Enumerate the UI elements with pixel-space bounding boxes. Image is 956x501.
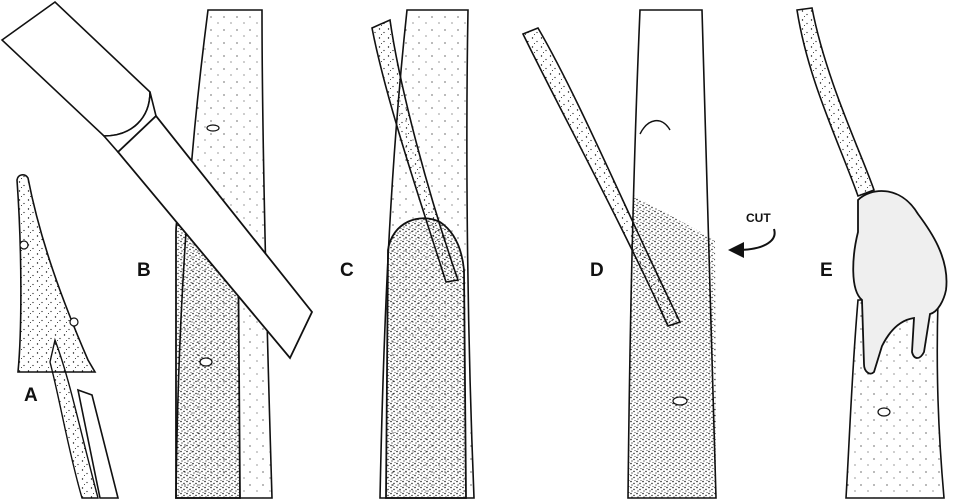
scion-e-body [797,8,874,196]
stock-b-node [207,125,219,131]
stock-e-node [878,408,890,416]
panel-label-d: D [590,260,604,281]
stock-b-node [200,358,212,366]
panel-d-cut-label: CUT [746,211,771,225]
stock-c-cleft [386,218,466,498]
panel-d-cut: CUT D [523,10,775,498]
scion-a-bud [70,318,78,326]
panel-e-waxed-graft: E [797,8,947,498]
panel-label-b: B [137,260,151,281]
chisel-handle [2,2,150,136]
panel-label-e: E [820,260,833,281]
cut-arrow [736,229,775,250]
panel-label-c: C [340,260,354,281]
scion-a-bud [20,241,28,249]
stock-d-node-lower [673,397,687,405]
stock-e-body [846,300,944,498]
panel-label-a: A [24,385,38,406]
panel-a-scion: A [17,175,118,498]
panel-b-stock-and-chisel: B [2,2,312,498]
panel-c-inserted-graft: C [340,10,474,498]
